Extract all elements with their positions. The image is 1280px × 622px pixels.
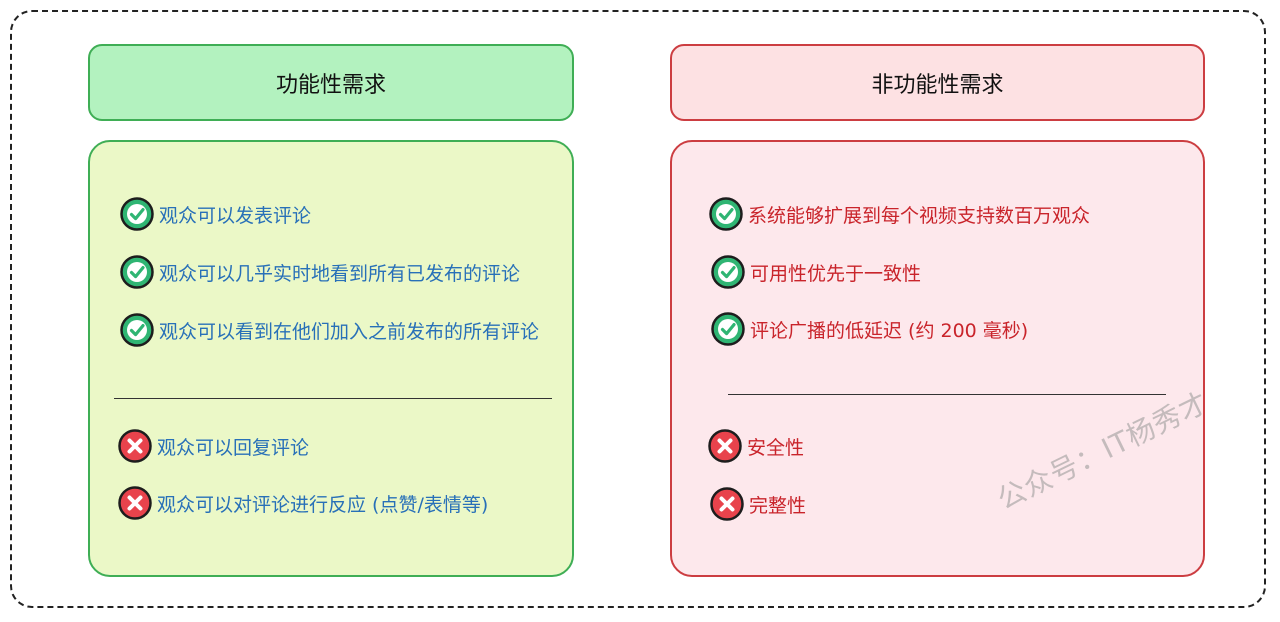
non-functional-requirements-title: 非功能性需求 xyxy=(871,72,1004,98)
cross-circle-icon xyxy=(117,428,153,464)
check-circle-icon xyxy=(119,254,155,290)
cross-circle-icon xyxy=(709,486,745,522)
divider xyxy=(728,394,1166,395)
list-item: 安全性 xyxy=(707,428,804,464)
check-circle-icon xyxy=(710,254,746,290)
list-item-text: 观众可以几乎实时地看到所有已发布的评论 xyxy=(159,262,521,285)
cross-circle-icon xyxy=(117,485,153,521)
list-item: 观众可以回复评论 xyxy=(117,428,309,464)
non-functional-requirements-header: 非功能性需求 xyxy=(670,44,1205,121)
list-item: 观众可以发表评论 xyxy=(119,196,311,232)
list-item-text: 观众可以对评论进行反应 (点赞/表情等) xyxy=(157,493,489,516)
list-item-text: 完整性 xyxy=(749,494,807,517)
list-item: 观众可以几乎实时地看到所有已发布的评论 xyxy=(119,254,520,290)
list-item: 评论广播的低延迟 (约 200 毫秒) xyxy=(710,311,1028,347)
list-item-text: 评论广播的低延迟 (约 200 毫秒) xyxy=(750,319,1029,342)
list-item: 可用性优先于一致性 xyxy=(710,254,921,290)
dashed-frame xyxy=(10,10,1266,608)
list-item-text: 可用性优先于一致性 xyxy=(750,262,922,285)
list-item: 观众可以看到在他们加入之前发布的所有评论 xyxy=(119,312,539,348)
list-item-text: 观众可以发表评论 xyxy=(159,204,312,227)
list-item: 完整性 xyxy=(709,486,806,522)
check-circle-icon xyxy=(119,312,155,348)
check-circle-icon xyxy=(119,196,155,232)
list-item: 观众可以对评论进行反应 (点赞/表情等) xyxy=(117,485,488,521)
list-item-text: 观众可以看到在他们加入之前发布的所有评论 xyxy=(159,320,540,343)
list-item-text: 系统能够扩展到每个视频支持数百万观众 xyxy=(748,204,1091,227)
cross-circle-icon xyxy=(707,428,743,464)
non-functional-requirements-panel: 系统能够扩展到每个视频支持数百万观众 可用性优先于一致性 评论广播的低延迟 (约… xyxy=(670,140,1205,577)
check-circle-icon xyxy=(708,196,744,232)
divider xyxy=(114,398,552,399)
check-circle-icon xyxy=(710,311,746,347)
functional-requirements-title: 功能性需求 xyxy=(275,72,386,98)
functional-requirements-header: 功能性需求 xyxy=(88,44,574,121)
list-item-text: 安全性 xyxy=(747,436,805,459)
list-item-text: 观众可以回复评论 xyxy=(157,436,310,459)
functional-requirements-panel: 观众可以发表评论 观众可以几乎实时地看到所有已发布的评论 观众可以看到在他们加入… xyxy=(88,140,574,577)
list-item: 系统能够扩展到每个视频支持数百万观众 xyxy=(708,196,1090,232)
